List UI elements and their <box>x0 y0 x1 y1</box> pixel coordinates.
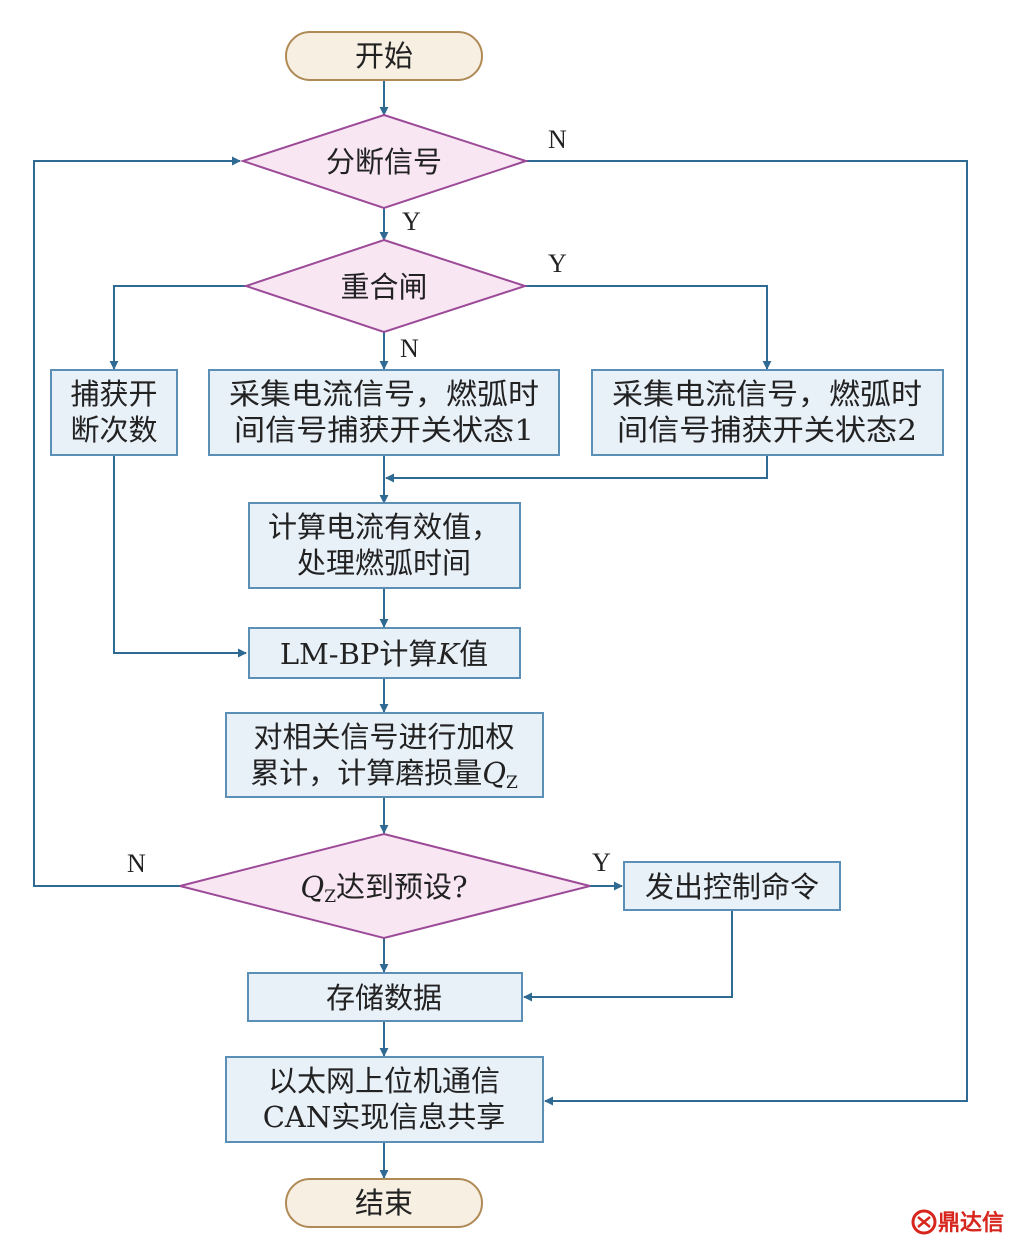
node-qz-decision: QZ达到预设? <box>179 832 591 940</box>
node-capture-count: 捕获开 断次数 <box>50 369 178 456</box>
node-compute-rms: 计算电流有效值， 处理燃弧时间 <box>248 502 521 589</box>
node-send-cmd: 发出控制命令 <box>623 861 841 911</box>
node-reclose: 重合闸 <box>242 238 529 334</box>
label-break-no: N <box>548 125 567 154</box>
node-comm-line2: CAN实现信息共享 <box>263 1100 506 1134</box>
node-collect-2-line1: 采集电流信号，燃弧时 <box>612 377 922 411</box>
node-compute-rms-line1: 计算电流有效值， <box>268 510 500 544</box>
node-store-text: 存储数据 <box>326 981 442 1015</box>
edge-break-no-to-comm <box>526 160 968 1106</box>
label-break-yes: Y <box>402 207 421 236</box>
node-break-signal-text: 分断信号 <box>326 145 442 179</box>
node-collect-1-line1: 采集电流信号，燃弧时 <box>229 377 539 411</box>
edge-collect2-to-merge <box>385 455 768 483</box>
node-capture-count-line1: 捕获开 <box>70 377 157 411</box>
logo-mark-icon <box>911 1209 937 1235</box>
node-start: 开始 <box>285 31 483 81</box>
node-collect-1-line2: 间信号捕获开关状态1 <box>234 413 534 447</box>
node-lmbp-text: LM-BP计算K值 <box>280 637 488 671</box>
node-compute-rms-line2: 处理燃弧时间 <box>297 546 471 580</box>
node-weighted: 对相关信号进行加权 累计，计算磨损量QZ <box>225 712 544 798</box>
node-store: 存储数据 <box>247 972 523 1022</box>
node-comm: 以太网上位机通信 CAN实现信息共享 <box>225 1056 544 1143</box>
edge-reclose-yes-to-collect2 <box>525 285 772 370</box>
edge-capture-to-lmbp <box>113 455 247 658</box>
node-collect-2-line2: 间信号捕获开关状态2 <box>617 413 917 447</box>
node-collect-1: 采集电流信号，燃弧时 间信号捕获开关状态1 <box>208 369 560 456</box>
watermark-logo: 鼎达信 <box>911 1209 1004 1236</box>
edges <box>33 80 968 1179</box>
node-weighted-line1: 对相关信号进行加权 <box>253 720 514 754</box>
node-end: 结束 <box>285 1178 483 1228</box>
edge-qz-no-loop <box>33 156 241 887</box>
node-lmbp: LM-BP计算K值 <box>248 627 521 679</box>
node-capture-count-line2: 断次数 <box>70 413 157 447</box>
edge-send-to-store <box>523 910 733 1002</box>
label-qz-yes: Y <box>592 848 611 877</box>
edge-labels: N Y Y N N Y <box>127 125 611 878</box>
edge-reclose-left-to-capture <box>109 285 246 370</box>
node-end-text: 结束 <box>355 1186 413 1220</box>
label-reclose-yes: Y <box>548 249 567 278</box>
node-start-text: 开始 <box>355 39 413 73</box>
node-send-cmd-text: 发出控制命令 <box>645 870 819 904</box>
node-qz-decision-text: QZ达到预设? <box>300 870 467 907</box>
node-break-signal: 分断信号 <box>239 113 530 210</box>
label-reclose-no: N <box>400 334 419 363</box>
node-weighted-line2: 累计，计算磨损量QZ <box>250 756 518 793</box>
node-comm-line1: 以太网上位机通信 <box>268 1064 500 1098</box>
node-collect-2: 采集电流信号，燃弧时 间信号捕获开关状态2 <box>591 369 944 456</box>
watermark-text: 鼎达信 <box>938 1210 1004 1236</box>
label-qz-no: N <box>127 849 146 878</box>
node-reclose-text: 重合闸 <box>340 270 427 304</box>
